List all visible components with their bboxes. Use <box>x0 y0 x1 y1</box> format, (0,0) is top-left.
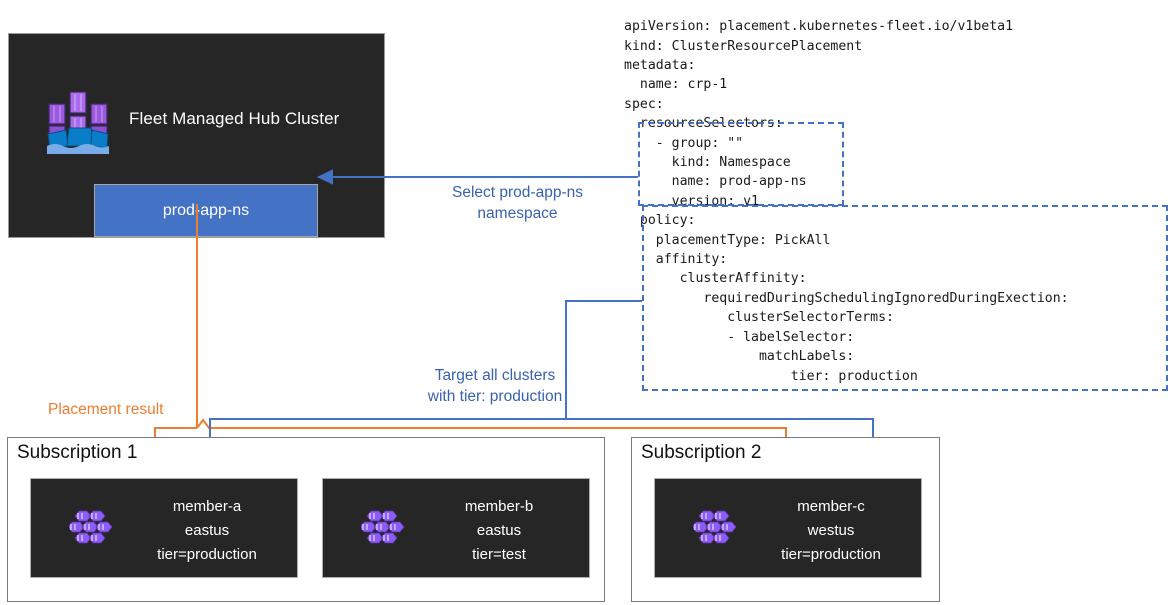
member-cluster-label: tier=production <box>157 546 257 563</box>
prod-app-ns-box[interactable]: prod-app-ns <box>94 184 318 237</box>
target-clusters-label-line1: Target all clusters <box>434 367 556 384</box>
fleet-managed-hub-cluster-box: Fleet Managed Hub Cluster prod-app-ns <box>8 33 385 238</box>
member-cluster-info: member-a eastus tier=production <box>126 495 288 567</box>
placement-result-label: Placement result <box>48 401 164 418</box>
kubernetes-cluster-icon <box>691 505 743 553</box>
member-cluster-info: member-b eastus tier=test <box>418 495 580 567</box>
select-namespace-label-line2: namespace <box>477 205 558 222</box>
member-cluster-card[interactable]: member-a eastus tier=production <box>30 478 298 578</box>
member-cluster-region: eastus <box>476 522 522 539</box>
member-cluster-card[interactable]: member-b eastus tier=test <box>322 478 590 578</box>
member-cluster-label: tier=test <box>472 546 526 563</box>
select-namespace-label-line1: Select prod-app-ns <box>452 184 583 201</box>
member-cluster-label: tier=production <box>781 546 881 563</box>
fleet-hub-containers-ships-icon <box>47 86 109 156</box>
hub-cluster-title: Fleet Managed Hub Cluster <box>129 109 340 128</box>
kubernetes-cluster-icon <box>359 505 411 553</box>
subscription-1-box: Subscription 1 <box>7 437 605 602</box>
policy-highlight <box>642 205 1168 391</box>
subscription-2-box: Subscription 2 <box>631 437 940 602</box>
resource-selectors-highlight <box>638 122 844 206</box>
subscription-2-title: Subscription 2 <box>641 442 762 463</box>
member-cluster-region: westus <box>807 522 855 539</box>
select-namespace-label: Select prod-app-ns namespace <box>415 182 620 224</box>
subscription-1-title: Subscription 1 <box>17 442 138 463</box>
target-clusters-label: Target all clusters with tier: productio… <box>390 365 600 407</box>
kubernetes-cluster-icon <box>67 505 119 553</box>
member-cluster-card[interactable]: member-c westus tier=production <box>654 478 922 578</box>
member-cluster-name: member-c <box>797 498 865 515</box>
member-cluster-name: member-b <box>464 498 534 515</box>
member-cluster-name: member-a <box>172 498 242 515</box>
target-clusters-label-line2: with tier: production <box>427 388 563 405</box>
member-cluster-region: eastus <box>184 522 230 539</box>
member-cluster-info: member-c westus tier=production <box>750 495 912 567</box>
